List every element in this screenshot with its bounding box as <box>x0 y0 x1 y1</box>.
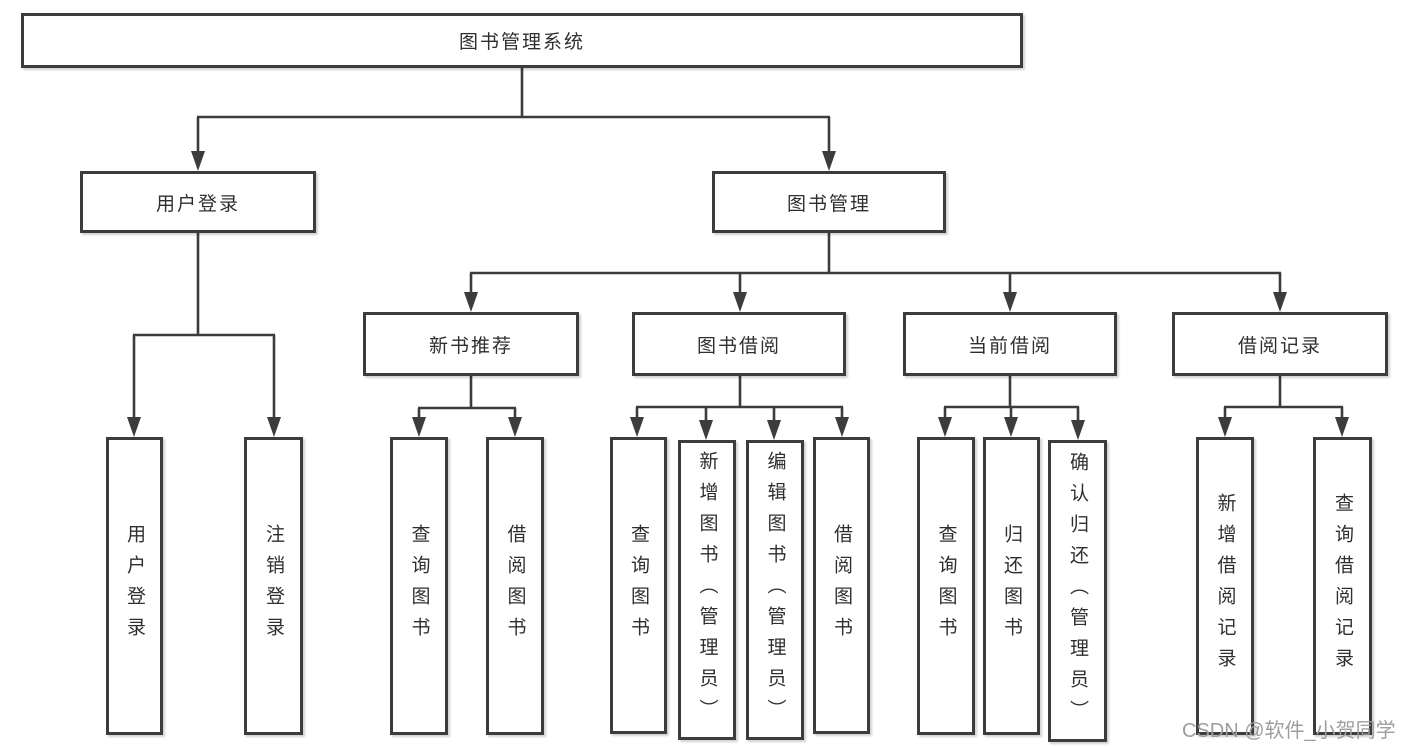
node-current-borrow-label: 当前借阅 <box>967 335 1052 357</box>
leaf-query-books-1-label: 查询图书 <box>408 524 430 648</box>
leaf-query-books-1: 查询图书 <box>390 437 448 735</box>
leaf-confirm-return-admin: 确认归还（管理员） <box>1048 440 1107 742</box>
leaf-add-borrow-record: 新增借阅记录 <box>1196 437 1254 735</box>
node-book-borrow-label: 图书借阅 <box>696 335 781 357</box>
leaf-query-books-3: 查询图书 <box>917 437 975 735</box>
leaf-add-book-admin-label: 新增图书（管理员） <box>696 450 718 730</box>
node-borrow-records-label: 借阅记录 <box>1237 335 1322 357</box>
leaf-edit-book-admin-label: 编辑图书（管理员） <box>764 450 786 730</box>
leaf-borrow-books-1-label: 借阅图书 <box>504 524 526 648</box>
leaf-add-borrow-record-label: 新增借阅记录 <box>1214 493 1236 679</box>
leaf-edit-book-admin: 编辑图书（管理员） <box>746 440 804 740</box>
leaf-user-login-label: 用户登录 <box>124 524 145 648</box>
node-new-book-recommend-label: 新书推荐 <box>428 335 513 357</box>
leaf-user-login: 用户登录 <box>106 437 163 735</box>
node-book-management-label: 图书管理 <box>786 193 871 215</box>
leaf-query-books-3-label: 查询图书 <box>935 524 957 648</box>
node-book-borrow: 图书借阅 <box>632 312 846 376</box>
node-borrow-records: 借阅记录 <box>1172 312 1388 376</box>
leaf-add-book-admin: 新增图书（管理员） <box>678 440 736 740</box>
node-book-management: 图书管理 <box>712 171 946 233</box>
node-current-borrow: 当前借阅 <box>903 312 1117 376</box>
leaf-query-books-2: 查询图书 <box>610 437 667 734</box>
leaf-logout: 注销登录 <box>244 437 303 735</box>
node-user-login-label: 用户登录 <box>155 193 240 215</box>
leaf-return-book-label: 归还图书 <box>1001 524 1022 648</box>
leaf-confirm-return-admin-label: 确认归还（管理员） <box>1067 451 1088 731</box>
node-user-login: 用户登录 <box>80 171 316 233</box>
node-new-book-recommend: 新书推荐 <box>363 312 579 376</box>
leaf-logout-label: 注销登录 <box>263 524 284 648</box>
node-root: 图书管理系统 <box>21 13 1023 68</box>
csdn-watermark: CSDN @软件_小贺同学 <box>1182 720 1396 742</box>
leaf-return-book: 归还图书 <box>983 437 1040 735</box>
leaf-query-books-2-label: 查询图书 <box>628 523 649 648</box>
node-root-label: 图书管理系统 <box>458 32 585 53</box>
leaf-borrow-books-1: 借阅图书 <box>486 437 544 735</box>
leaf-borrow-books-2-label: 借阅图书 <box>831 523 852 648</box>
leaf-query-borrow-record: 查询借阅记录 <box>1313 437 1372 735</box>
leaf-query-borrow-record-label: 查询借阅记录 <box>1332 493 1353 679</box>
leaf-borrow-books-2: 借阅图书 <box>813 437 870 734</box>
